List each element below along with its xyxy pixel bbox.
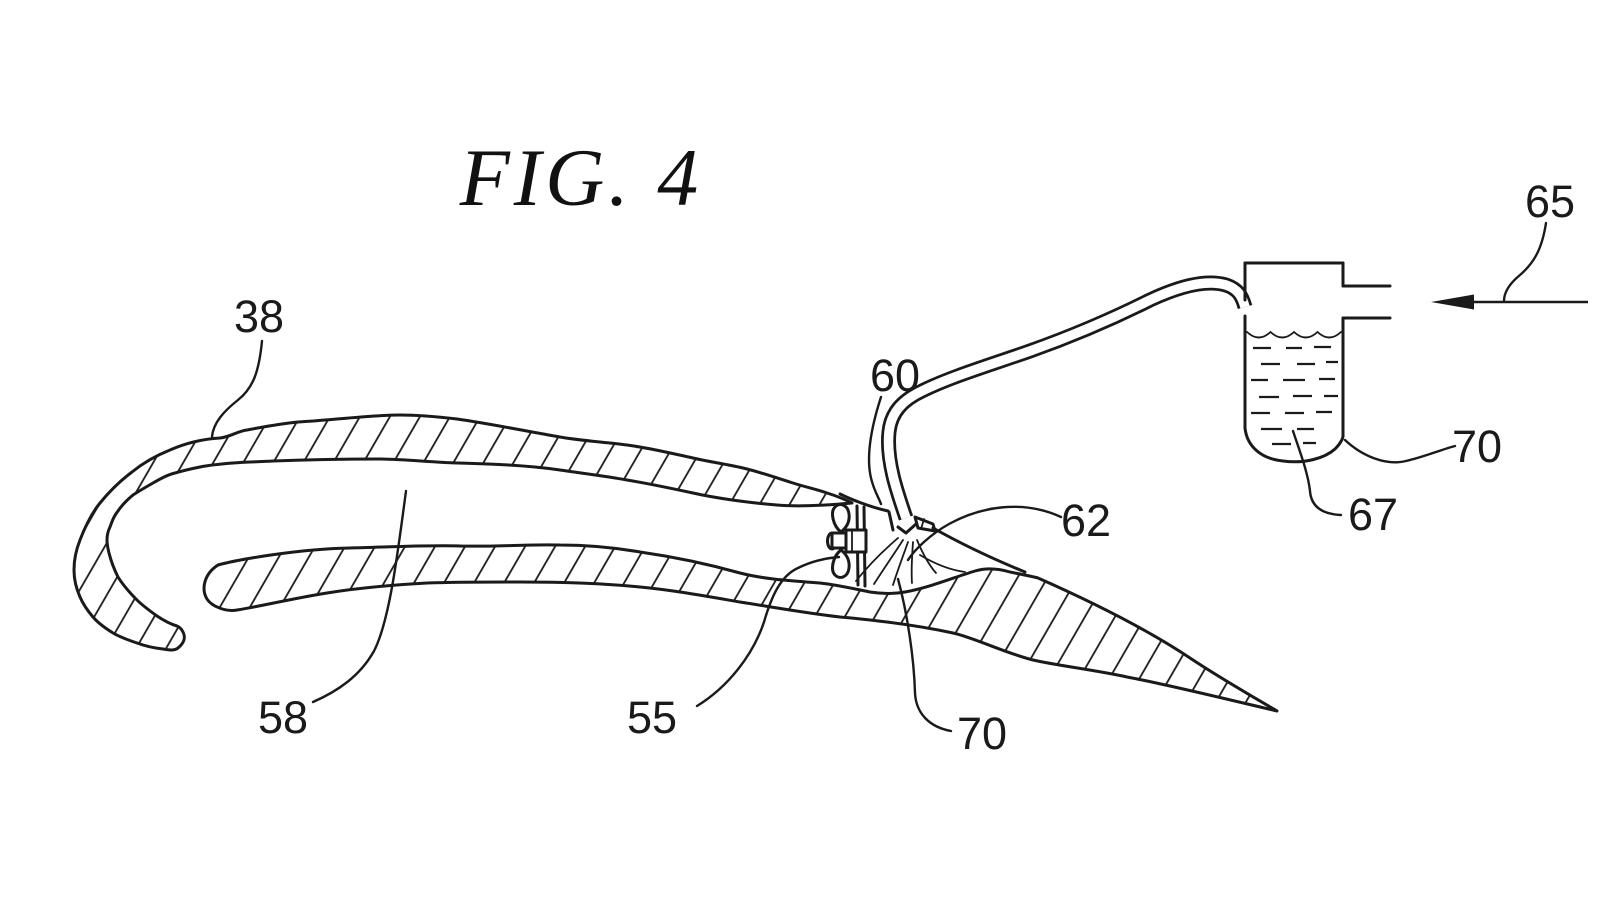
feed-tube-bore <box>883 278 1250 520</box>
surface-line <box>838 492 890 513</box>
spray-line <box>855 537 899 582</box>
reservoir-bottom-cup <box>1243 426 1345 464</box>
callout-55: 55 <box>627 692 677 743</box>
callout-38: 38 <box>234 291 284 342</box>
opening-left-lip <box>887 510 895 532</box>
liquid-dashes <box>1251 345 1338 446</box>
leader-cavity <box>311 489 408 704</box>
labels: FIG. 4 38 58 55 60 62 70 65 70 67 <box>234 132 1575 759</box>
spray-line <box>873 539 904 585</box>
propeller-blade-lower <box>831 548 851 579</box>
spray-line <box>910 541 914 584</box>
callout-70-reservoir: 70 <box>1452 421 1502 472</box>
feed-tube <box>881 275 1253 521</box>
leader-chamber <box>695 555 841 708</box>
leader-tube <box>867 395 883 506</box>
propeller-blade-upper <box>831 503 851 534</box>
callout-62: 62 <box>1061 495 1111 546</box>
chamber-upper-boundary <box>931 526 1027 574</box>
callout-70-spray: 70 <box>957 708 1007 759</box>
spray-streamline <box>919 554 966 573</box>
spray-line <box>892 541 909 586</box>
figure-title: FIG. 4 <box>459 132 703 223</box>
callout-67: 67 <box>1348 489 1398 540</box>
feed-tube-outer <box>881 275 1253 521</box>
leader-flow <box>1502 221 1548 303</box>
callout-60: 60 <box>870 350 920 401</box>
atomizer-device <box>826 503 868 579</box>
opening-right-lip-hatch-tick <box>920 518 925 530</box>
leader-spray-fluid <box>896 577 953 733</box>
reservoir <box>1243 261 1392 464</box>
spray-lines <box>855 537 966 586</box>
leader-spray <box>906 505 1063 562</box>
flow-arrow <box>1431 294 1588 310</box>
leader-lines <box>210 221 1548 733</box>
airfoil-upper-wall <box>72 413 854 652</box>
liquid-surface-wave <box>1246 330 1342 339</box>
leader-reservoir-liquid <box>1291 429 1343 517</box>
callout-58: 58 <box>258 692 308 743</box>
mount-box <box>844 528 868 554</box>
flow-arrow-head <box>1431 294 1474 310</box>
callout-65: 65 <box>1525 176 1575 227</box>
airfoil-lower-wall-wedge <box>202 543 1279 713</box>
leader-reservoir <box>1343 438 1457 464</box>
airfoil-section <box>72 413 1279 713</box>
leader-wall <box>210 339 264 439</box>
nozzle-tip <box>896 522 918 535</box>
